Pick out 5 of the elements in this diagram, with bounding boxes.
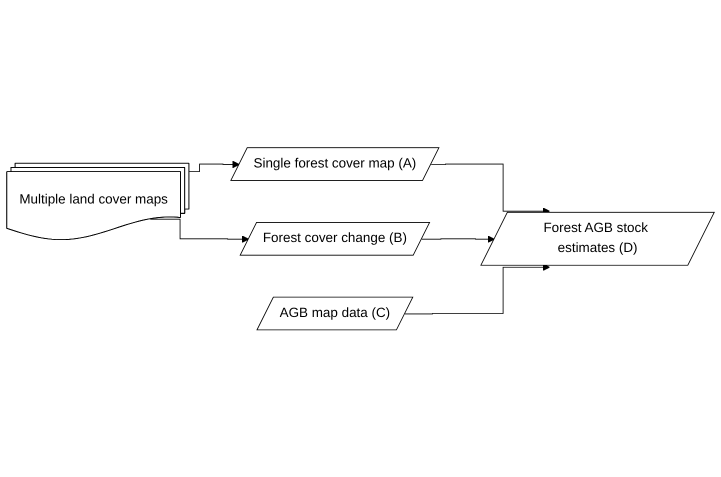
- arrow: [430, 163, 550, 215]
- arrow: [421, 235, 495, 243]
- arrow: [404, 263, 550, 314]
- arrow: [150, 218, 250, 243]
- arrow: [188, 160, 240, 172]
